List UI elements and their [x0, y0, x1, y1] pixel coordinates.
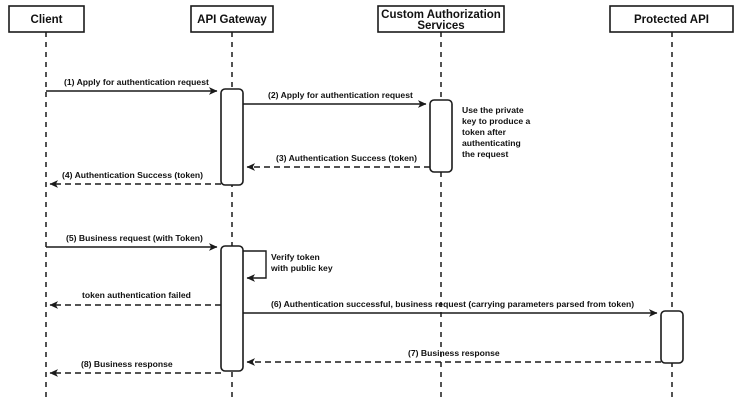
messages-layer: (1) Apply for authentication request (2) …: [46, 77, 661, 377]
message-label-msg-7: (7) Business response: [408, 348, 500, 358]
participant-api_gateway[interactable]: API Gateway: [190, 5, 274, 33]
note-line-note-private-key-0: Use the private: [462, 105, 524, 115]
message-label-msg-4: (4) Authentication Success (token): [62, 170, 203, 180]
note-line-note-private-key-3: authenticating: [462, 138, 521, 148]
note-line-note-private-key-2: token after: [462, 127, 507, 137]
note-line-note-verify-token-0: Verify token: [271, 252, 320, 262]
activation-bar-act-authsvc[interactable]: [429, 99, 453, 173]
participant-label-client: Client: [31, 14, 63, 26]
message-msg-token-failed[interactable]: token authentication failed: [49, 290, 221, 309]
message-msg-6[interactable]: (6) Authentication successful, business …: [243, 299, 658, 317]
message-msg-self-verify[interactable]: [243, 250, 267, 282]
message-label-msg-5: (5) Business request (with Token): [66, 233, 203, 243]
note-line-note-private-key-4: the request: [462, 149, 508, 159]
message-label-msg-token-failed: token authentication failed: [82, 290, 191, 300]
message-label-msg-1: (1) Apply for authentication request: [64, 77, 209, 87]
message-label-msg-2: (2) Apply for authentication request: [268, 90, 413, 100]
message-line-msg-self-verify: [243, 250, 267, 282]
participant-box-api_gateway[interactable]: [190, 5, 274, 33]
participant-protected_api[interactable]: Protected API: [609, 5, 734, 33]
message-msg-7[interactable]: (7) Business response: [246, 348, 661, 366]
activations-layer: [220, 88, 684, 372]
activation-bar-act-protected-api[interactable]: [660, 310, 684, 364]
message-msg-8[interactable]: (8) Business response: [49, 359, 221, 377]
participant-label-protected_api: Protected API: [634, 14, 709, 26]
note-line-note-private-key-1: key to produce a: [462, 116, 531, 126]
participant-boxes-layer: Client API Gateway Custom AuthorizationSer…: [8, 5, 734, 33]
activation-bar-act-gateway-business[interactable]: [220, 245, 244, 372]
message-msg-3[interactable]: (3) Authentication Success (token): [246, 153, 430, 171]
message-msg-1[interactable]: (1) Apply for authentication request: [46, 77, 218, 95]
participant-client[interactable]: Client: [8, 5, 85, 33]
participant-box-client[interactable]: [8, 5, 85, 33]
activation-bar-act-gateway-auth[interactable]: [220, 88, 244, 186]
message-msg-2[interactable]: (2) Apply for authentication request: [243, 90, 427, 108]
message-label-msg-6: (6) Authentication successful, business …: [271, 299, 634, 309]
message-msg-4[interactable]: (4) Authentication Success (token): [49, 170, 221, 188]
participant-label2-custom_auth: Services: [417, 20, 464, 32]
participant-box-protected_api[interactable]: [609, 5, 734, 33]
participant-label-custom_auth: Custom Authorization: [381, 9, 501, 21]
message-label-msg-8: (8) Business response: [81, 359, 173, 369]
note-line-note-verify-token-1: with public key: [270, 263, 333, 273]
participant-box-custom_auth[interactable]: [377, 5, 505, 33]
participant-label-api_gateway: API Gateway: [197, 14, 267, 26]
message-msg-5[interactable]: (5) Business request (with Token): [46, 233, 218, 251]
message-label-msg-3: (3) Authentication Success (token): [276, 153, 417, 163]
